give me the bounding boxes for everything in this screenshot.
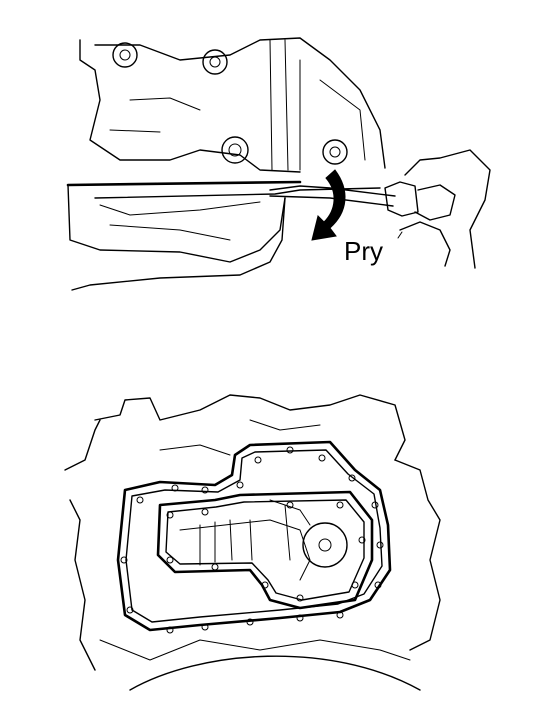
crankcase-internals bbox=[179, 499, 348, 581]
oil-pan-gasket-outer bbox=[116, 440, 392, 632]
top-panel-engine-block bbox=[66, 37, 386, 291]
bottom-panel-engine-outline bbox=[64, 394, 441, 691]
screwdriver-with-hand bbox=[269, 149, 491, 269]
pry-label: Pry bbox=[344, 236, 383, 266]
pry-direction-arrow bbox=[311, 169, 346, 241]
oil-pan-gasket-inner bbox=[156, 490, 374, 610]
gasket-bolt-holes bbox=[120, 446, 384, 634]
